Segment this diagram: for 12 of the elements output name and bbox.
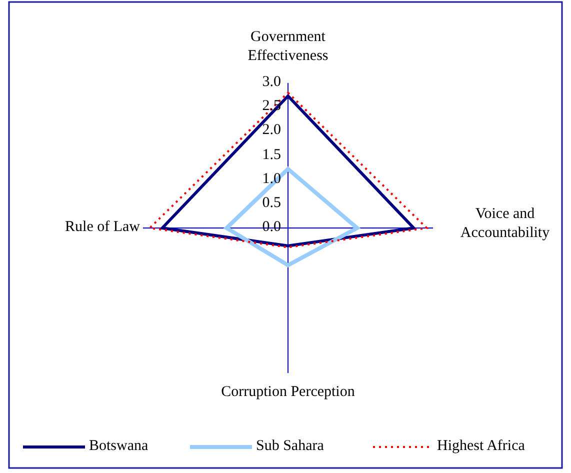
legend-label: Sub Sahara xyxy=(256,437,324,456)
axis-label: Voice and Accountability xyxy=(459,205,551,243)
axis-label: Corruption Perception xyxy=(220,383,356,402)
legend-label: Botswana xyxy=(89,437,148,456)
axis-label: Rule of Law xyxy=(65,218,140,237)
tick-label: 2.0 xyxy=(262,121,281,140)
legend-label: Highest Africa xyxy=(437,437,525,456)
tick-label: 3.0 xyxy=(262,73,281,92)
tick-label: 1.0 xyxy=(262,170,281,189)
tick-label: 1.5 xyxy=(262,146,281,164)
tick-label: 0.5 xyxy=(262,194,281,213)
axis-label: Government Effectiveness xyxy=(246,28,330,66)
